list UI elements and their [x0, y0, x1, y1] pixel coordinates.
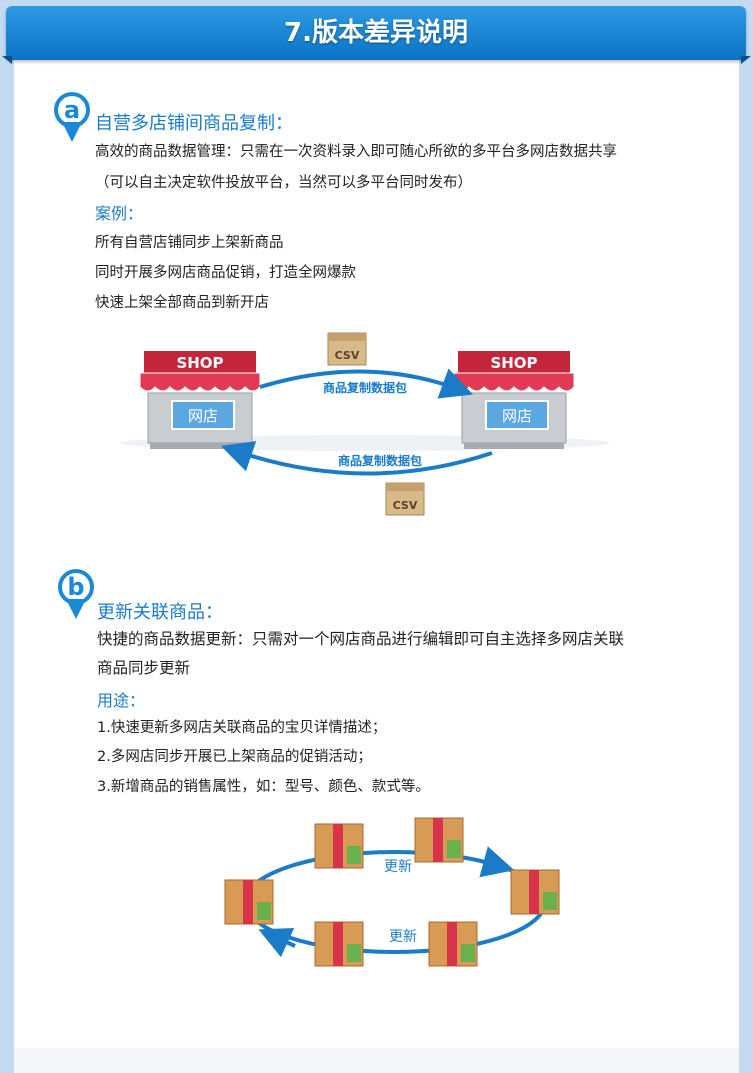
use-item-3: 3.新增商品的销售属性，如：型号、颜色、款式等。 [97, 779, 430, 795]
arrow-top [259, 368, 474, 399]
arrow-bottom [220, 441, 493, 476]
shop-right-sign: SHOP [490, 354, 537, 372]
case-item-2: 同时开展多网店商品促销，打造全网爆款 [95, 265, 356, 281]
shop-right-label: 网店 [502, 407, 532, 425]
shop-left-sign: SHOP [176, 354, 223, 372]
cycle-arrow-left [258, 928, 296, 958]
section-b-title: 更新关联商品： [97, 602, 223, 623]
badge-a-letter: a [64, 96, 80, 124]
gift-box-4 [428, 921, 478, 967]
section-b-desc1: 快捷的商品数据更新：只需对一个网店商品进行编辑即可自主选择多网店关联 [97, 630, 625, 648]
case-title: 案例： [95, 204, 144, 223]
shop-left: 网店 SHOP [139, 351, 261, 449]
update-label-bottom: 更新 [389, 929, 417, 945]
shop-right: 网店 SHOP [453, 351, 575, 449]
shop-left-label: 网店 [188, 407, 218, 425]
csv-box-top: CSV [327, 332, 367, 366]
use-item-1: 1.快速更新多网店关联商品的宝贝详情描述； [97, 720, 387, 736]
csv-bottom-label: CSV [393, 499, 418, 512]
gift-box-1 [314, 823, 364, 869]
section-a-desc2: （可以自主决定软件投放平台，当然可以多平台同时发布） [95, 175, 472, 191]
badge-b-letter: b [67, 573, 84, 601]
section-title: 7.版本差异说明 [284, 18, 468, 48]
shop-copy-diagram: 网店 SHOP 网店 SHOP 商品复制数据包 商品复制数据包 CSV CSV [120, 332, 610, 516]
header-fold-right [741, 56, 751, 64]
case-item-3: 快速上架全部商品到新开店 [95, 295, 269, 311]
arrow-top-label: 商品复制数据包 [323, 380, 407, 395]
section-a-title: 自营多店铺间商品复制： [95, 113, 293, 134]
update-cycle-diagram: 更新 更新 [224, 817, 560, 967]
use-title: 用途： [97, 691, 146, 710]
gift-box-2 [414, 817, 464, 863]
content-panel [14, 58, 739, 1048]
bottom-strip [14, 1048, 739, 1073]
badge-a-icon: a [54, 92, 90, 142]
header-fold-left [2, 56, 12, 64]
section-header: 7.版本差异说明 [6, 6, 746, 60]
badge-b-icon: b [58, 569, 94, 619]
case-item-1: 所有自营店铺同步上架新商品 [95, 235, 284, 251]
csv-top-label: CSV [335, 349, 360, 362]
section-a-desc1: 高效的商品数据管理：只需在一次资料录入即可随心所欲的多平台多网店数据共享 [95, 144, 617, 160]
gift-box-3 [510, 869, 560, 915]
cycle-arrow-right [476, 846, 515, 878]
csv-box-bottom: CSV [385, 482, 425, 516]
section-b-desc2: 商品同步更新 [97, 659, 191, 677]
gift-box-6 [224, 879, 274, 925]
arrow-bottom-label: 商品复制数据包 [338, 453, 422, 468]
gift-box-5 [314, 921, 364, 967]
use-item-2: 2.多网店同步开展已上架商品的促销活动； [97, 749, 372, 765]
update-label-top: 更新 [384, 859, 412, 875]
